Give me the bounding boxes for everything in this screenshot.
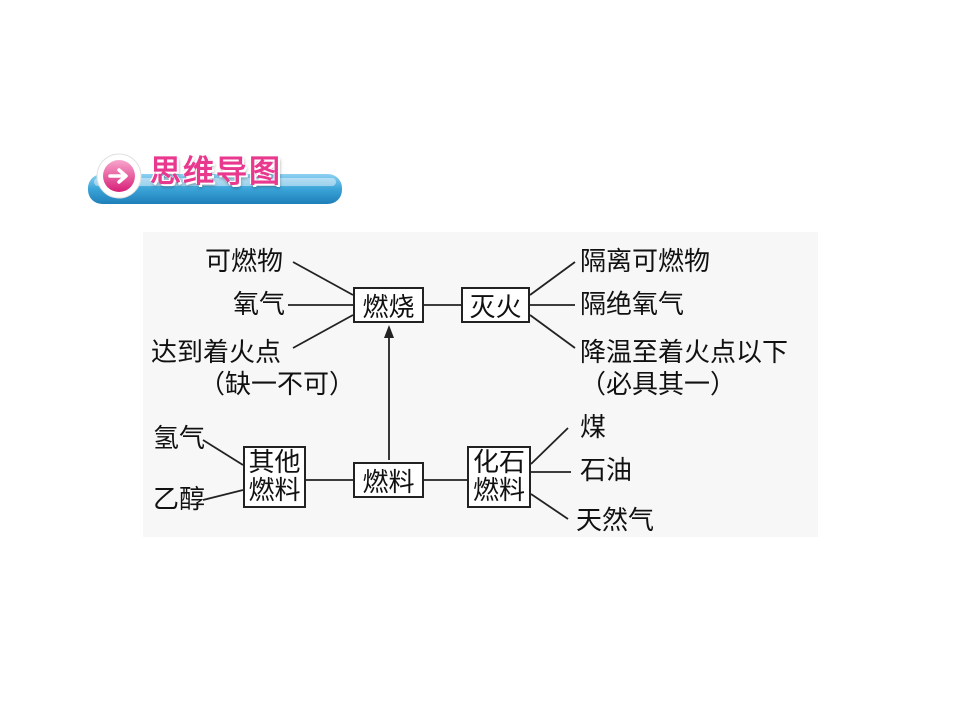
mind-map-diagram: 可燃物 氧气 达到着火点 （缺一不可） 燃烧 灭火 隔离可燃物 隔绝氧气 降温至… [143,232,818,537]
node-other-fuels-line1: 其他 [248,448,301,478]
node-other-fuels-line2: 燃料 [248,476,301,506]
node-fuel: 燃料 [353,462,424,498]
header-bar [88,174,342,204]
node-fossil-fuels: 化石 燃料 [467,446,531,508]
arrow-right-circle-icon [96,153,142,199]
other-fuel-ethanol: 乙醇 [153,485,206,515]
node-extinguish: 灭火 [461,287,530,323]
node-fossil-fuels-line1: 化石 [472,448,525,478]
header-banner-graphic [88,153,342,204]
fossil-fuel-natural-gas: 天然气 [576,506,655,536]
header-banner: 思维导图 [84,144,346,210]
condition-combustible: 可燃物 [205,247,284,277]
arrow-head [384,325,394,338]
fossil-fuel-coal: 煤 [580,413,607,443]
condition-ignition-point: 达到着火点 [151,338,282,368]
method-cool-down: 降温至着火点以下 [580,338,789,368]
method-note: （必具其一） [580,370,737,400]
node-fossil-fuels-line2: 燃料 [472,476,525,506]
condition-note: （缺一不可） [199,370,356,400]
fossil-fuel-petroleum: 石油 [580,456,633,486]
method-isolate-oxygen: 隔绝氧气 [580,290,685,320]
node-combustion: 燃烧 [353,287,424,323]
header-title: 思维导图 [150,154,282,190]
connector-lines [202,261,576,520]
other-fuel-hydrogen: 氢气 [153,424,206,454]
node-other-fuels: 其他 燃料 [243,446,306,508]
method-isolate-combustible: 隔离可燃物 [580,247,711,277]
condition-oxygen: 氧气 [233,290,286,320]
